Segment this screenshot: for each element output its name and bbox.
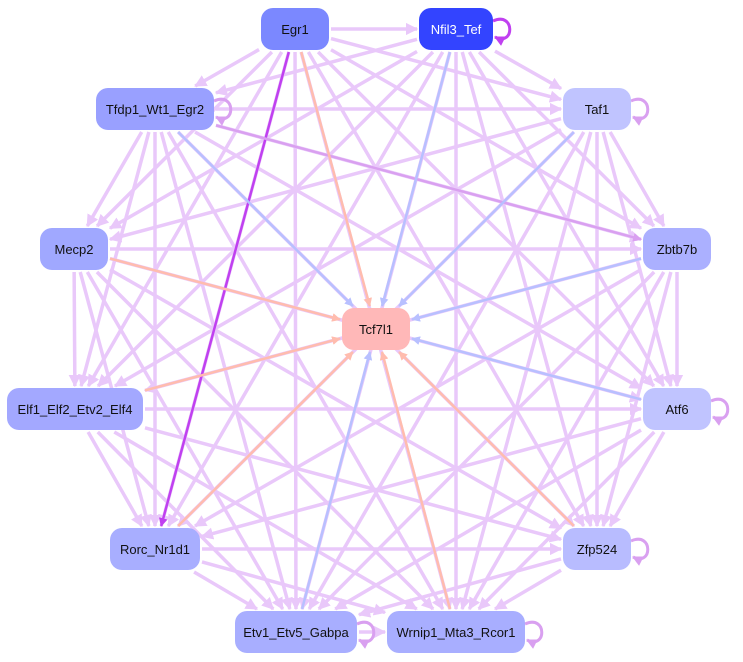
- edge-nfil3-tcf7l1: [379, 51, 452, 307]
- node-label: Etv1_Etv5_Gabpa: [243, 624, 349, 640]
- node-wrnip1[interactable]: Wrnip1_Mta3_Rcor1: [387, 611, 525, 653]
- edge-egr1-tfdp1: [194, 48, 260, 88]
- node-label: Tcf7l1: [359, 321, 393, 337]
- edge-atf6-zfp524: [608, 431, 666, 528]
- node-label: Atf6: [665, 401, 689, 417]
- node-tfdp1[interactable]: Tfdp1_Wt1_Egr2: [96, 88, 214, 130]
- self-loop-atf6: [710, 397, 730, 426]
- self-loop-zfp524: [630, 537, 650, 566]
- edge-tfdp1-mecp2: [85, 131, 144, 228]
- node-elf[interactable]: Elf1_Elf2_Etv2_Elf4: [7, 388, 143, 430]
- edge-mecp2-elf: [68, 271, 81, 388]
- edge-taf1-tcf7l1: [398, 131, 575, 307]
- edge-rorc-tcf7l1: [177, 351, 354, 527]
- node-label: Elf1_Elf2_Etv2_Elf4: [17, 401, 133, 417]
- node-zfp524[interactable]: Zfp524: [563, 528, 631, 570]
- self-loop-taf1: [630, 97, 650, 126]
- node-etv1[interactable]: Etv1_Etv5_Gabpa: [235, 611, 357, 653]
- node-zbtb7b[interactable]: Zbtb7b: [643, 228, 711, 270]
- edge-nfil3-taf1: [494, 49, 563, 91]
- edge-atf6-rorc: [200, 416, 642, 540]
- node-label: Mecp2: [54, 241, 94, 257]
- node-label: Rorc_Nr1d1: [119, 541, 191, 557]
- edge-elf-zfp524: [144, 426, 563, 543]
- edge-taf1-etv1: [307, 131, 586, 611]
- edge-atf6-tcf7l1: [411, 336, 642, 401]
- edge-atf6-etv1: [334, 428, 642, 611]
- node-label: Zfp524: [576, 541, 618, 557]
- self-loop-tfdp1: [213, 97, 233, 126]
- node-label: Nfil3_Tef: [430, 21, 482, 37]
- edge-tfdp1-wrnip1: [166, 131, 445, 611]
- edge-tfdp1-tcf7l1: [177, 131, 354, 307]
- edge-tfdp1-atf6: [194, 130, 643, 390]
- self-loop-wrnip1: [524, 620, 544, 649]
- node-nfil3[interactable]: Nfil3_Tef: [419, 8, 493, 50]
- edge-tfdp1-zbtb7b: [215, 124, 642, 242]
- node-label: Wrnip1_Mta3_Rcor1: [396, 624, 516, 640]
- node-mecp2[interactable]: Mecp2: [40, 228, 108, 270]
- edge-zfp524-tcf7l1: [398, 351, 575, 527]
- node-taf1[interactable]: Taf1: [563, 88, 631, 130]
- edge-zfp524-etv1: [357, 557, 562, 618]
- edge-elf-etv1: [96, 430, 275, 611]
- edge-rorc-wrnip1: [201, 560, 387, 616]
- node-label: Zbtb7b: [656, 241, 698, 257]
- edge-taf1-elf: [113, 128, 562, 388]
- edge-elf-tcf7l1: [144, 336, 341, 392]
- self-loop-nfil3: [492, 17, 512, 46]
- edge-taf1-zbtb7b: [608, 131, 666, 228]
- edge-zbtb7b-rorc: [193, 268, 642, 528]
- node-rorc[interactable]: Rorc_Nr1d1: [110, 528, 200, 570]
- edge-rorc-etv1: [193, 570, 258, 611]
- node-egr1[interactable]: Egr1: [261, 8, 329, 50]
- node-label: Taf1: [584, 101, 610, 117]
- node-label: Tfdp1_Wt1_Egr2: [105, 101, 205, 117]
- edge-mecp2-tcf7l1: [109, 257, 341, 322]
- edge-zbtb7b-wrnip1: [467, 271, 666, 611]
- node-label: Egr1: [281, 21, 309, 37]
- self-loop-etv1: [356, 620, 376, 649]
- edge-egr1-tcf7l1: [300, 51, 372, 307]
- edge-nfil3-tfdp1: [214, 37, 418, 96]
- edge-elf-rorc: [86, 431, 144, 528]
- edge-wrnip1-tcf7l1: [379, 351, 452, 610]
- edge-mecp2-zfp524: [109, 268, 563, 530]
- edge-atf6-wrnip1: [477, 430, 656, 611]
- edge-egr1-etv1: [289, 51, 303, 611]
- node-atf6[interactable]: Atf6: [643, 388, 711, 430]
- node-tcf7l1[interactable]: Tcf7l1: [342, 308, 410, 350]
- edge-zfp524-wrnip1: [494, 568, 562, 611]
- edge-zbtb7b-tcf7l1: [411, 257, 642, 322]
- edge-etv1-tcf7l1: [300, 351, 373, 610]
